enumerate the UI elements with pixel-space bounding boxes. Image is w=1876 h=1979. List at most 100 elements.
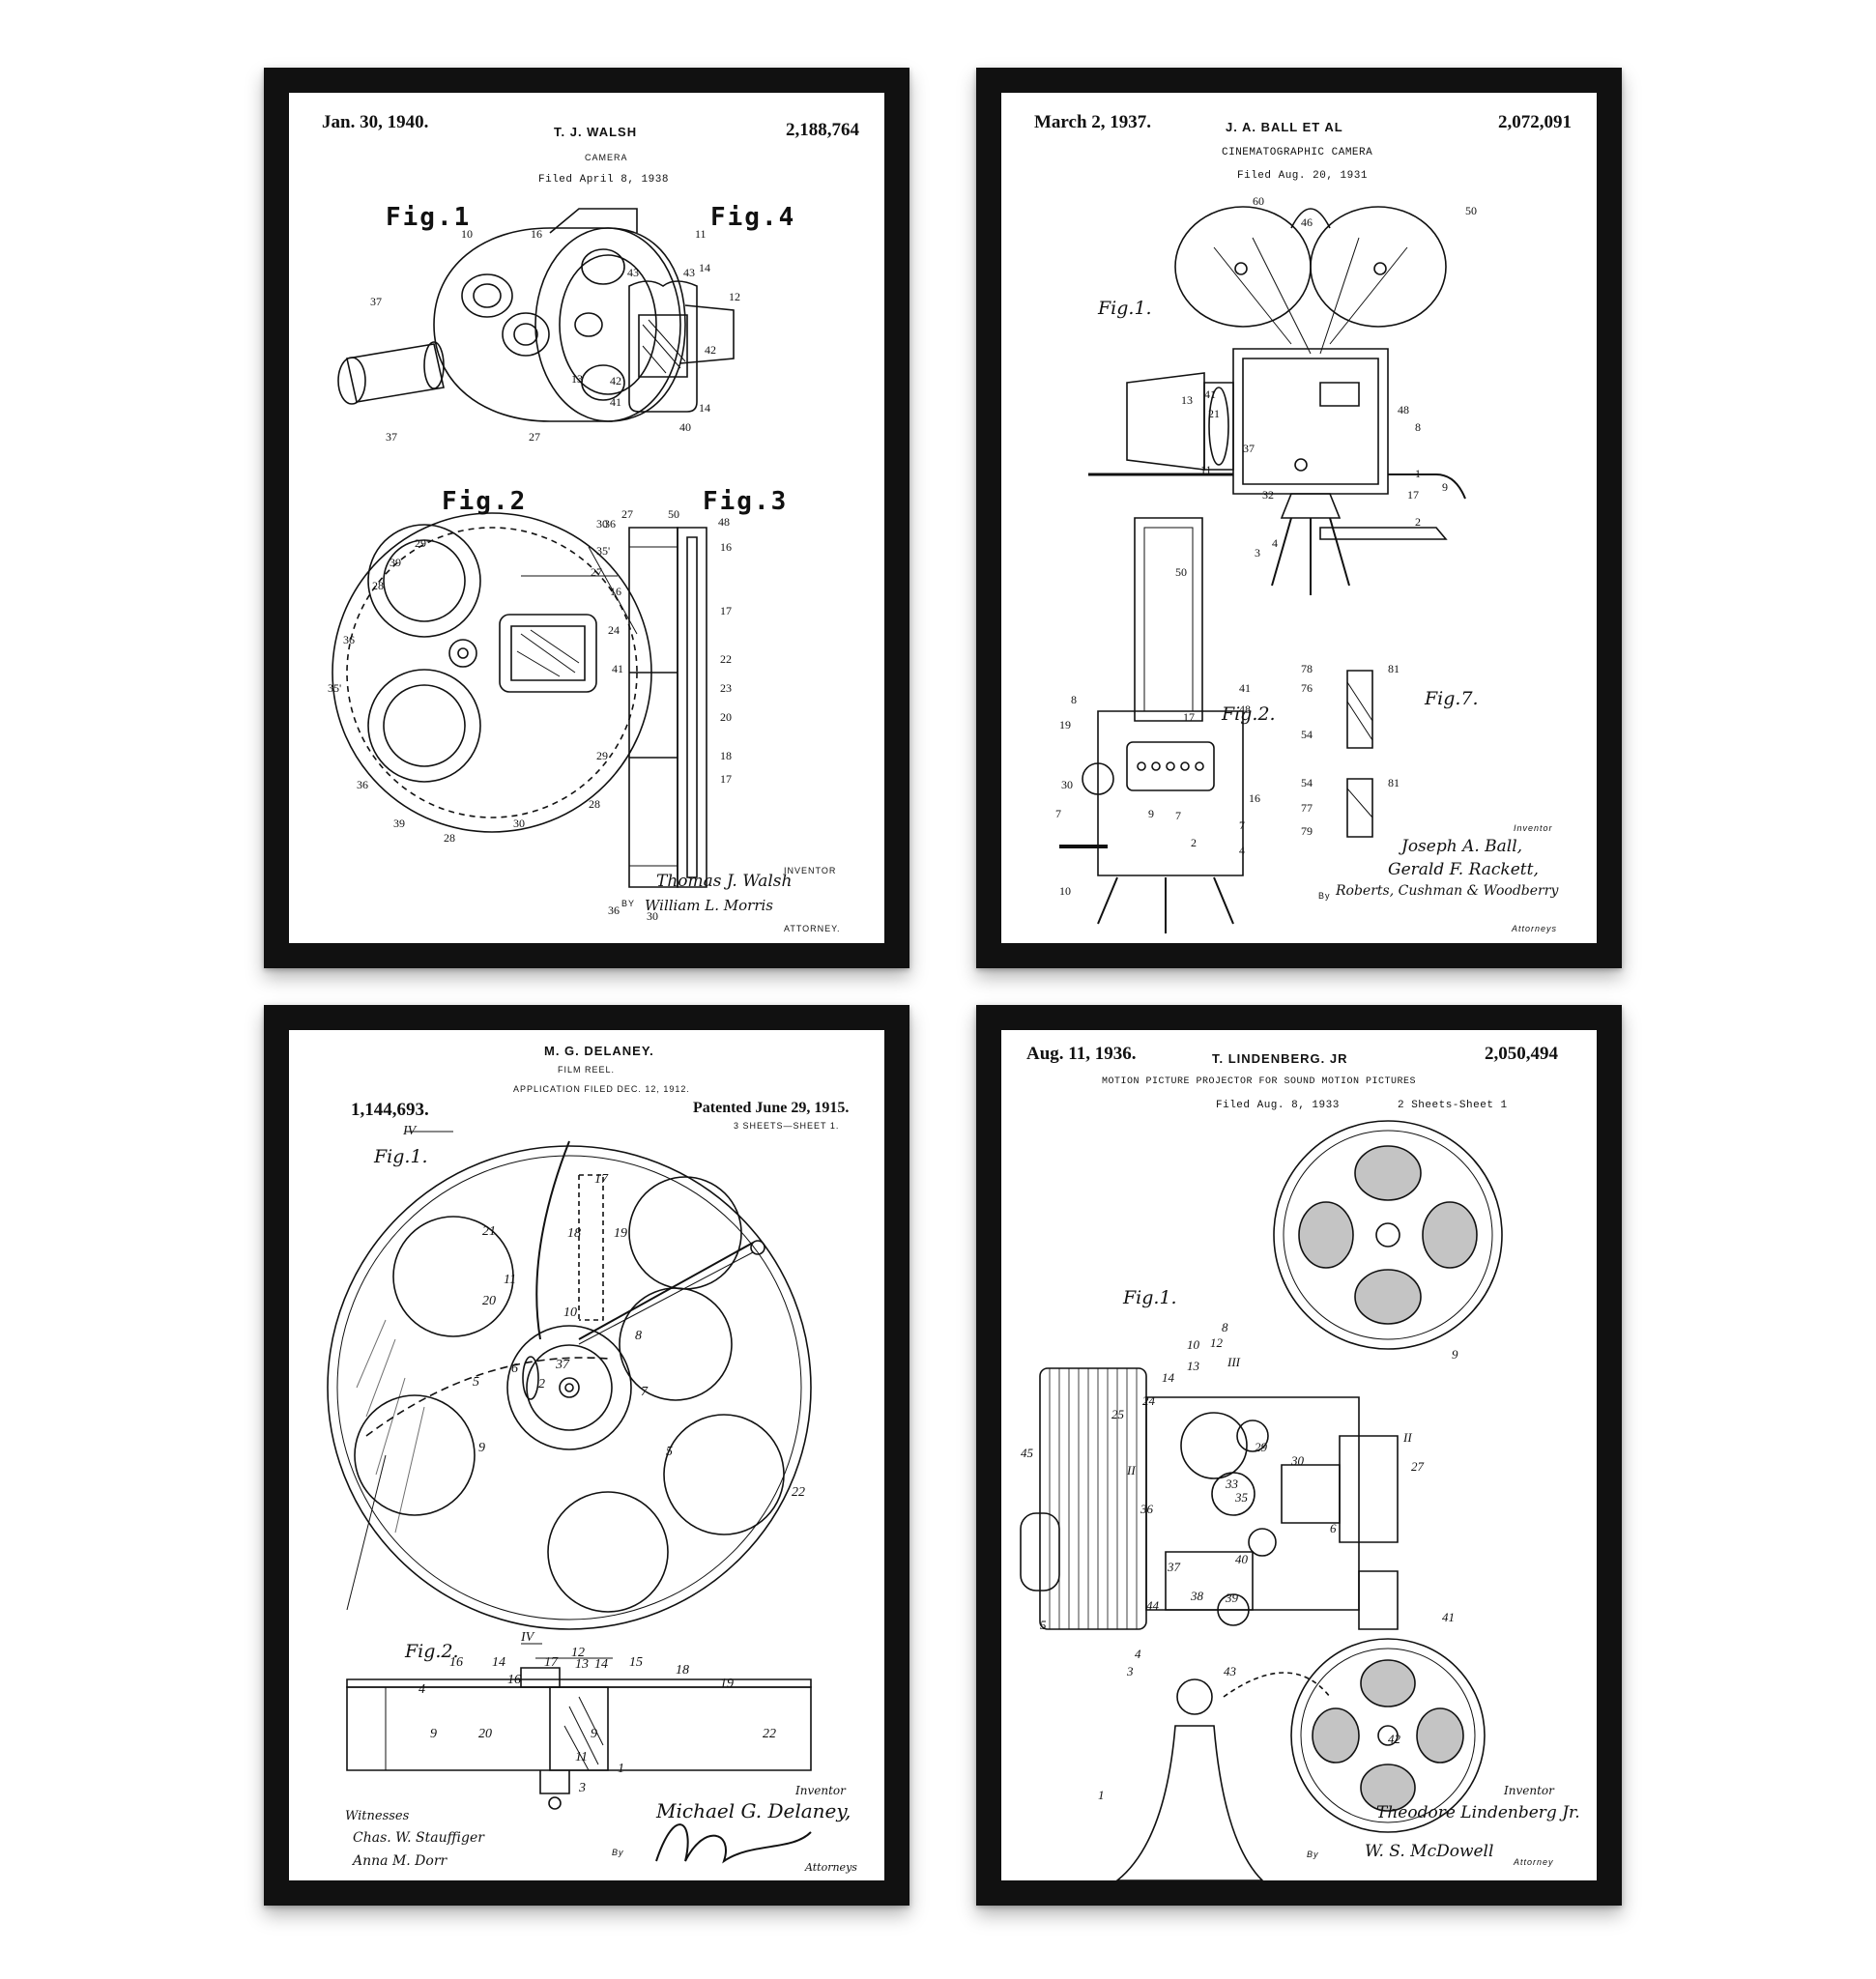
svg-text:37: 37 [1243, 442, 1255, 455]
svg-text:77: 77 [1301, 801, 1313, 815]
svg-text:27: 27 [621, 507, 633, 521]
svg-text:7: 7 [1239, 818, 1245, 832]
svg-text:5: 5 [1040, 1618, 1047, 1632]
svg-text:30: 30 [1061, 778, 1073, 791]
svg-text:48: 48 [1398, 403, 1409, 416]
inventor-label: Inventor [1504, 1784, 1554, 1797]
svg-text:29: 29 [596, 749, 608, 762]
svg-text:17: 17 [1183, 710, 1195, 724]
svg-text:1: 1 [1415, 467, 1421, 480]
inventor-label: Inventor [1514, 823, 1553, 833]
svg-text:46: 46 [1301, 215, 1313, 229]
attorney-label: ATTORNEY. [784, 924, 841, 933]
svg-text:30: 30 [513, 817, 525, 830]
svg-text:36: 36 [604, 517, 616, 531]
svg-text:1: 1 [1098, 1788, 1105, 1802]
svg-text:6: 6 [1330, 1521, 1337, 1535]
svg-text:33: 33 [1225, 1477, 1239, 1491]
svg-text:11: 11 [1200, 463, 1212, 476]
svg-text:9: 9 [1148, 807, 1154, 820]
svg-text:24: 24 [608, 623, 620, 637]
svg-text:17: 17 [720, 604, 732, 617]
svg-text:37: 37 [370, 295, 382, 308]
inventor-signature: Theodore Lindenberg Jr. [1376, 1803, 1580, 1822]
svg-text:17: 17 [1407, 488, 1419, 502]
svg-text:2: 2 [1415, 515, 1421, 529]
svg-text:16: 16 [720, 540, 732, 554]
svg-text:14: 14 [699, 261, 710, 274]
svg-text:42: 42 [705, 343, 716, 357]
attorney-label: Attorneys [805, 1861, 857, 1874]
inventor-signature: Thomas J. Walsh [656, 872, 792, 891]
svg-text:10: 10 [1187, 1337, 1200, 1352]
svg-text:39: 39 [1225, 1591, 1239, 1605]
attorney-signature-flourish [289, 1030, 884, 1880]
svg-text:41: 41 [610, 395, 621, 409]
poster-frame-projector: Aug. 11, 1936. T. LINDENBERG. JR 2,050,4… [976, 1005, 1622, 1906]
svg-text:43: 43 [683, 266, 695, 279]
inventor-signature-1: Joseph A. Ball, [1401, 837, 1522, 856]
attorney-signature: Roberts, Cushman & Woodberry [1336, 883, 1558, 899]
svg-text:28: 28 [444, 831, 455, 845]
svg-text:II: II [1402, 1430, 1412, 1445]
svg-text:35': 35' [596, 544, 610, 558]
svg-text:29: 29 [1255, 1440, 1268, 1454]
svg-text:48: 48 [1239, 703, 1251, 716]
svg-text:28: 28 [372, 579, 384, 592]
svg-text:45: 45 [1021, 1446, 1034, 1460]
svg-text:78: 78 [1301, 662, 1313, 675]
svg-text:12: 12 [1210, 1335, 1224, 1350]
svg-text:8: 8 [1415, 420, 1421, 434]
svg-text:8: 8 [1222, 1320, 1228, 1334]
svg-text:60: 60 [1253, 194, 1264, 208]
patent-sheet-projector: Aug. 11, 1936. T. LINDENBERG. JR 2,050,4… [1001, 1030, 1597, 1880]
svg-text:8: 8 [1071, 693, 1077, 706]
svg-text:10: 10 [461, 227, 473, 241]
svg-text:18: 18 [720, 749, 732, 762]
svg-text:54: 54 [1301, 728, 1313, 741]
attorney-label: Attorney [1514, 1857, 1554, 1867]
svg-text:16: 16 [610, 585, 621, 598]
svg-text:50: 50 [668, 507, 679, 521]
cinematographic-camera-drawing: 604650 134121 113732 4881 1792 43 504148… [1001, 93, 1597, 943]
svg-text:28: 28 [589, 797, 600, 811]
svg-text:76: 76 [1301, 681, 1313, 695]
attorney-signature: W. S. McDowell [1365, 1842, 1493, 1861]
svg-text:14: 14 [1162, 1370, 1175, 1385]
patent-sheet-camera: Jan. 30, 1940. T. J. WALSH 2,188,764 CAM… [289, 93, 884, 943]
svg-text:16: 16 [1249, 791, 1260, 805]
poster-frame-cinematographic-camera: March 2, 1937. J. A. BALL ET AL 2,072,09… [976, 68, 1622, 968]
svg-text:4: 4 [1239, 844, 1245, 857]
svg-text:39: 39 [393, 817, 405, 830]
by-label: By [1307, 1850, 1319, 1859]
svg-text:79: 79 [1301, 824, 1313, 838]
svg-text:81: 81 [1388, 776, 1400, 789]
svg-text:30: 30 [1290, 1453, 1305, 1468]
svg-text:40: 40 [679, 420, 691, 434]
svg-text:42: 42 [610, 374, 621, 387]
attorney-signature: William L. Morris [645, 897, 773, 914]
svg-text:4: 4 [1272, 536, 1278, 550]
svg-text:20: 20 [720, 710, 732, 724]
svg-text:54: 54 [1301, 776, 1313, 789]
patent-sheet-cinematographic-camera: March 2, 1937. J. A. BALL ET AL 2,072,09… [1001, 93, 1597, 943]
by-label: By [1318, 891, 1331, 901]
svg-text:43: 43 [1224, 1664, 1237, 1678]
svg-text:29': 29' [415, 536, 428, 550]
svg-text:9: 9 [1442, 480, 1448, 494]
svg-text:19: 19 [1059, 718, 1071, 731]
svg-text:50: 50 [1465, 204, 1477, 217]
svg-text:27: 27 [1411, 1459, 1425, 1474]
svg-text:III: III [1227, 1355, 1241, 1369]
poster-frame-camera: Jan. 30, 1940. T. J. WALSH 2,188,764 CAM… [264, 68, 909, 968]
svg-text:4: 4 [1135, 1647, 1141, 1661]
svg-text:37: 37 [386, 430, 397, 444]
svg-text:50: 50 [1175, 565, 1187, 579]
svg-text:22: 22 [720, 652, 732, 666]
svg-text:35: 35 [1234, 1490, 1249, 1505]
svg-text:44: 44 [1146, 1598, 1160, 1613]
svg-text:43: 43 [627, 266, 639, 279]
svg-text:II: II [1126, 1463, 1136, 1477]
svg-text:48: 48 [718, 515, 730, 529]
attorney-label: Attorneys [1512, 924, 1557, 933]
